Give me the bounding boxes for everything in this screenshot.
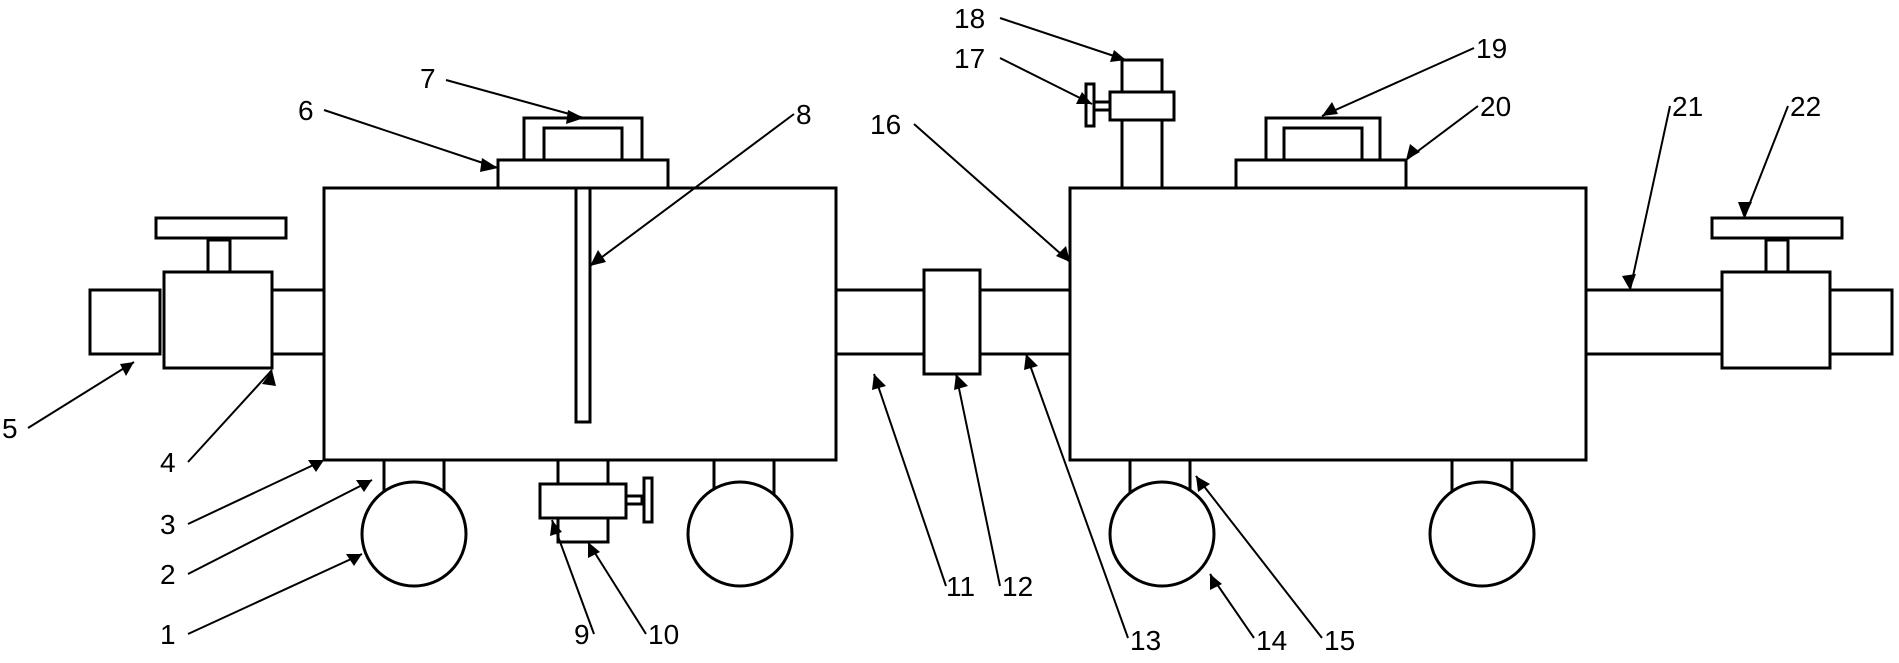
arrowhead-15: [1196, 476, 1210, 492]
arrowhead-7: [566, 110, 584, 124]
arrowhead-8: [590, 250, 606, 266]
arrowhead-1: [346, 554, 362, 566]
vent-valve-handwheel: [1084, 82, 1096, 128]
left-tank-wheel-front: [360, 480, 468, 588]
leader-3: [187, 459, 325, 525]
right-connecting-pipe: [1584, 288, 1728, 356]
label-18: 18: [954, 3, 985, 34]
label-8: 8: [796, 99, 812, 130]
arrowhead-6: [480, 158, 498, 172]
right-valve-body: [1720, 270, 1832, 370]
left-valve-handwheel: [154, 216, 288, 240]
right-tank-body: [1068, 186, 1588, 462]
arrowhead-10: [588, 542, 600, 558]
left-tank-handle-inner: [542, 126, 624, 162]
left-outlet-pipe: [88, 288, 162, 356]
arrowhead-14: [1210, 574, 1222, 590]
arrowhead-17: [1076, 92, 1092, 104]
leader-9: [551, 519, 595, 635]
drain-valve-stem: [624, 494, 644, 506]
right-valve-handwheel: [1710, 216, 1844, 240]
left-tank-lid: [496, 158, 670, 190]
label-14: 14: [1256, 625, 1287, 656]
leader-7: [445, 79, 585, 119]
leader-5: [27, 361, 135, 429]
arrowhead-21: [1622, 274, 1636, 290]
label-9: 9: [574, 619, 590, 650]
right-tank-wheel-front: [1108, 480, 1216, 588]
label-19: 19: [1476, 33, 1507, 64]
arrowhead-12: [954, 374, 968, 390]
left-valve-body: [162, 270, 274, 370]
arrowhead-19: [1322, 102, 1338, 116]
arrowhead-13: [1024, 354, 1038, 370]
leader-17: [999, 57, 1093, 105]
arrowhead-18: [1110, 50, 1126, 62]
leader-21: [1629, 105, 1671, 291]
leader-18: [999, 17, 1127, 61]
leader-4: [187, 369, 273, 463]
label-6: 6: [298, 95, 314, 126]
right-tank-handle-inner: [1282, 126, 1364, 162]
leader-2: [187, 479, 373, 575]
right-tank-lid: [1234, 158, 1408, 190]
arrowhead-11: [872, 374, 886, 390]
label-4: 4: [160, 447, 176, 478]
arrowhead-22: [1738, 202, 1752, 218]
right-valve-stem: [1764, 238, 1790, 274]
leader-15: [1195, 475, 1323, 639]
vent-pipe-upper: [1120, 58, 1164, 94]
right-tank-wheel-rear: [1428, 480, 1536, 588]
label-10: 10: [648, 619, 679, 650]
label-17: 17: [954, 43, 985, 74]
leader-12: [955, 373, 1001, 587]
label-11: 11: [946, 571, 975, 602]
label-12: 12: [1002, 571, 1033, 602]
arrowhead-3: [308, 460, 324, 472]
vent-valve-stem: [1092, 100, 1112, 112]
label-22: 22: [1790, 91, 1821, 122]
leader-10: [587, 541, 647, 635]
leader-22: [1743, 105, 1789, 219]
left-valve-stem: [206, 238, 232, 274]
middle-coupling: [922, 268, 982, 376]
vent-pipe-lower: [1120, 118, 1164, 190]
label-7: 7: [420, 63, 436, 94]
arrowhead-16: [1056, 246, 1070, 262]
drain-pipe-lower: [556, 516, 610, 544]
left-tank-dip-rod: [574, 186, 592, 424]
label-21: 21: [1672, 91, 1703, 122]
leader-6: [323, 109, 499, 169]
arrowhead-9: [550, 520, 562, 536]
drain-valve-body: [538, 482, 628, 520]
arrowhead-2: [356, 480, 372, 492]
leader-11: [873, 373, 947, 587]
label-1: 1: [160, 619, 176, 650]
drain-pipe-upper: [556, 458, 610, 486]
label-3: 3: [160, 509, 176, 540]
label-5: 5: [2, 413, 18, 444]
label-15: 15: [1324, 625, 1355, 656]
label-13: 13: [1130, 625, 1161, 656]
right-outlet-pipe: [1828, 288, 1894, 356]
drain-valve-handwheel: [642, 476, 654, 524]
arrowhead-4: [262, 370, 276, 386]
label-20: 20: [1480, 91, 1511, 122]
arrowhead-5: [120, 362, 134, 376]
vent-valve-body: [1108, 90, 1176, 122]
leader-13: [1025, 353, 1129, 639]
label-16: 16: [870, 109, 901, 140]
left-tank-wheel-rear: [686, 480, 794, 588]
left-connecting-pipe: [266, 288, 326, 356]
leader-16: [913, 123, 1071, 263]
leader-1: [187, 553, 363, 635]
leader-8: [589, 113, 795, 267]
arrowhead-20: [1406, 144, 1420, 160]
leader-19: [1321, 47, 1475, 117]
label-2: 2: [160, 559, 176, 590]
